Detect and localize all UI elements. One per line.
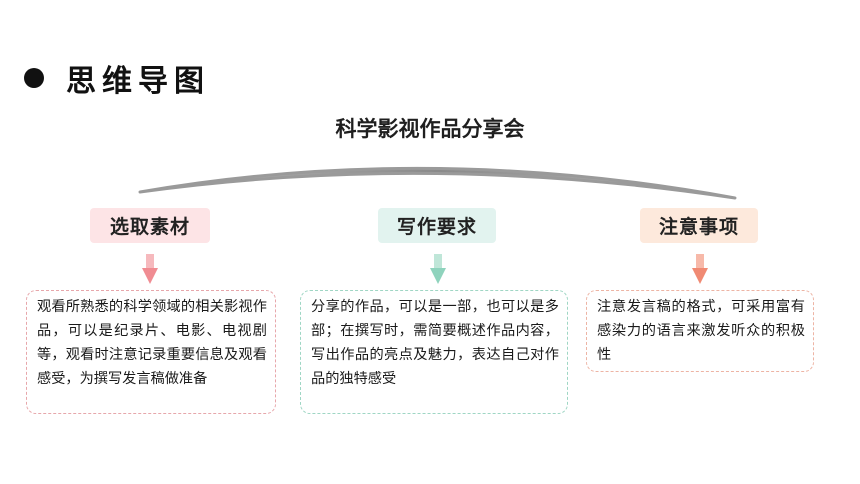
detail-card-notes: 注意发言稿的格式，可采用富有感染力的语言来激发听众的积极性 bbox=[586, 290, 814, 372]
down-arrow-icon bbox=[430, 254, 446, 284]
detail-card-materials: 观看所熟悉的科学领域的相关影视作品，可以是纪录片、电影、电视剧等，观看时注意记录… bbox=[26, 290, 276, 414]
down-arrow-icon bbox=[692, 254, 708, 284]
branch-node-notes: 注意事项 bbox=[640, 208, 758, 243]
detail-card-requirements: 分享的作品，可以是一部，也可以是多部；在撰写时，需简要概述作品内容，写出作品的亮… bbox=[300, 290, 568, 414]
root-node-title: 科学影视作品分享会 bbox=[335, 117, 525, 141]
branch-node-requirements: 写作要求 bbox=[378, 208, 496, 243]
section-heading: 思维导图 bbox=[66, 64, 210, 99]
arc-band bbox=[138, 166, 737, 200]
down-arrow-icon bbox=[142, 254, 158, 284]
branch-node-materials: 选取素材 bbox=[90, 208, 210, 243]
heading-bullet-icon bbox=[24, 68, 44, 88]
